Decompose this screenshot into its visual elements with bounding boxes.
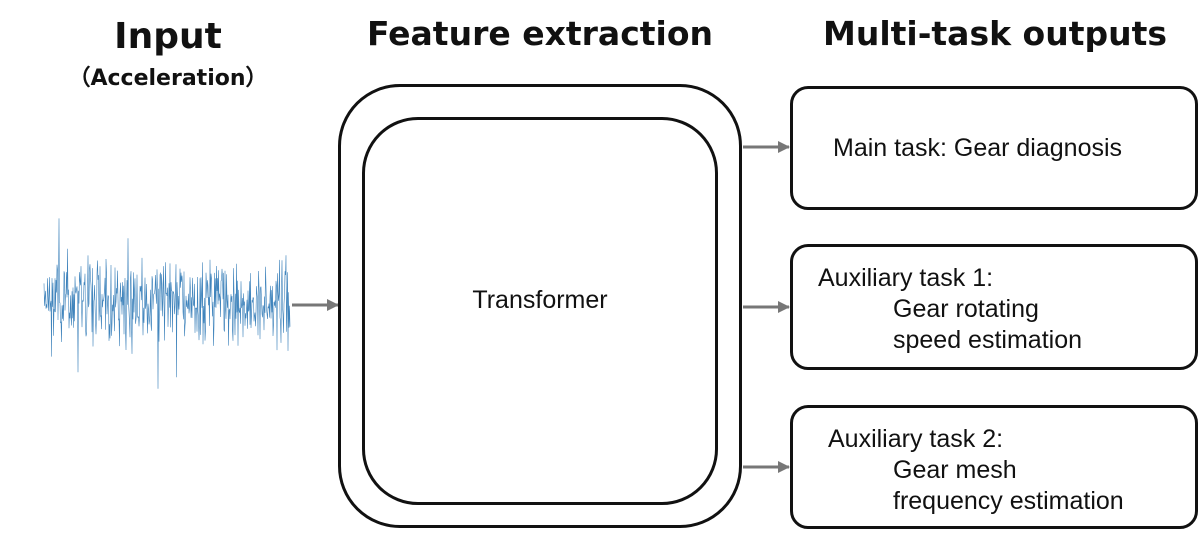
auxiliary-task-2-line-1: Gear mesh xyxy=(893,456,1017,484)
input-subheading: （Acceleration） xyxy=(68,66,268,91)
multi-task-outputs-heading: Multi-task outputs xyxy=(822,14,1168,53)
feature-extraction-heading: Feature extraction xyxy=(366,14,714,53)
acceleration-waveform xyxy=(43,218,291,389)
feature-extraction-box xyxy=(338,84,742,528)
auxiliary-task-1-title: Auxiliary task 1: xyxy=(818,264,994,292)
waveform-trace xyxy=(43,218,291,389)
main-task-box xyxy=(790,86,1198,210)
transformer-box xyxy=(362,117,718,505)
auxiliary-task-1-box xyxy=(790,244,1198,370)
auxiliary-task-1-line-1: Gear rotating xyxy=(893,295,1039,323)
main-task-label: Main task: Gear diagnosis xyxy=(833,134,1123,162)
transformer-label: Transformer xyxy=(472,286,608,314)
auxiliary-task-1-line-2: speed estimation xyxy=(893,326,1083,354)
auxiliary-task-2-line-2: frequency estimation xyxy=(893,487,1124,515)
input-heading: Input xyxy=(114,16,222,57)
auxiliary-task-2-title: Auxiliary task 2: xyxy=(828,425,1004,453)
auxiliary-task-2-box xyxy=(790,405,1198,529)
